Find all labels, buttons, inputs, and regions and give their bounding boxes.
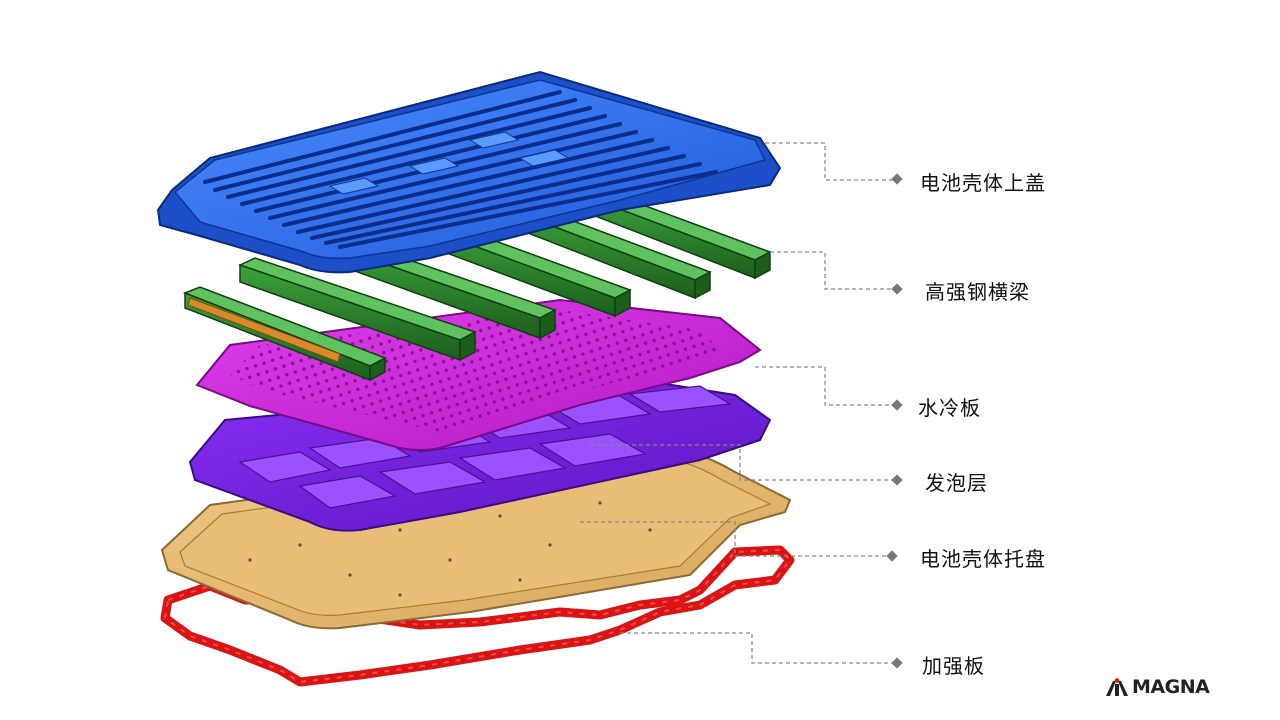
cross-beam [182, 286, 387, 382]
battery-top-cover [156, 70, 782, 274]
label-top-cover: 电池壳体上盖 [920, 171, 1046, 195]
leader-markers [886, 173, 903, 669]
leader-line-top-cover [765, 142, 893, 181]
magna-logo-text: MAGNA [1132, 676, 1210, 698]
leader-lines [580, 142, 893, 664]
reinforcement-plate [160, 545, 795, 687]
diamond-marker [891, 399, 903, 411]
label-reinforcement-plate: 加强板 [922, 654, 985, 678]
diamond-marker [891, 173, 903, 185]
leader-line-cooling-plate [755, 366, 893, 406]
label-foam-layer: 发泡层 [925, 471, 988, 495]
cooling-plate [195, 298, 762, 451]
diamond-marker [891, 474, 903, 486]
diamond-marker [891, 283, 903, 295]
label-cross-beams: 高强钢横梁 [925, 280, 1030, 304]
label-tray: 电池壳体托盘 [920, 547, 1046, 571]
diamond-marker [886, 550, 898, 562]
diamond-marker [891, 657, 903, 669]
label-cooling-plate: 水冷板 [918, 396, 981, 420]
leader-line-foam-layer [590, 444, 893, 481]
magna-logo-mark-icon [1106, 678, 1128, 696]
leader-line-tray [580, 521, 888, 557]
leader-line-cross-beams [770, 251, 893, 290]
leader-line-reinforcement [620, 632, 893, 664]
cross-beam [237, 257, 477, 362]
magna-logo: MAGNA [1106, 676, 1210, 698]
